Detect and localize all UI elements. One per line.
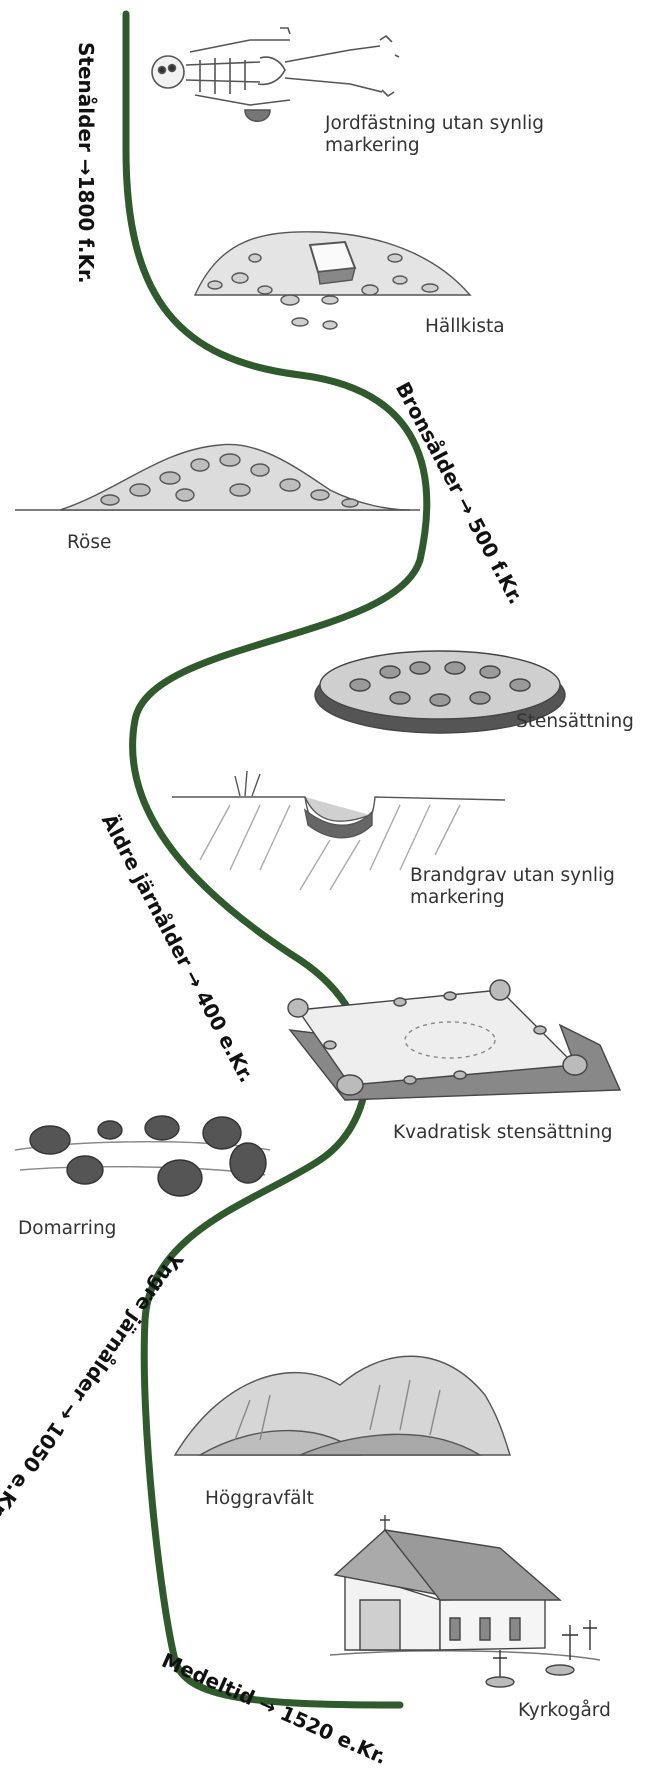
skeleton-burial-icon — [152, 28, 399, 121]
label-domarring: Domarring — [18, 1218, 116, 1240]
burial-mounds-icon — [175, 1356, 510, 1455]
stone-circle-icon — [15, 1116, 270, 1196]
label-jordfastning: Jordfästning utan synlig markering — [325, 113, 544, 157]
label-rose: Röse — [67, 532, 111, 554]
cairn-icon — [15, 444, 420, 510]
label-brandgrav: Brandgrav utan synlig markering — [410, 865, 615, 909]
label-stensattning: Stensättning — [516, 711, 634, 733]
stone-cist-icon — [195, 232, 470, 329]
church-graveyard-icon — [330, 1515, 600, 1687]
label-kvadratisk: Kvadratisk stensättning — [393, 1122, 613, 1144]
label-kyrkogard: Kyrkogård — [518, 1700, 611, 1722]
label-hallkista: Hällkista — [425, 316, 505, 338]
label-hoggravfalt: Höggravfält — [205, 1488, 314, 1510]
period-stenalder: Stenålder →1800 f.Kr. — [74, 42, 98, 284]
